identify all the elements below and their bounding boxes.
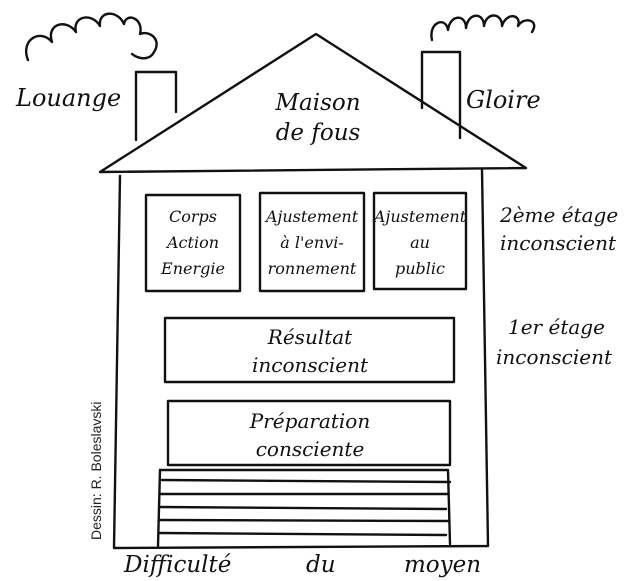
box-body xyxy=(144,193,242,293)
box-env-line3: ronnement xyxy=(268,259,357,278)
box-environment xyxy=(258,191,366,293)
box-result-line1: Résultat xyxy=(267,325,353,349)
box-body-line3: Energie xyxy=(160,259,225,278)
box-preparation xyxy=(166,399,452,467)
box-prep-line2: consciente xyxy=(256,437,365,461)
credit-text: Dessin: R. Boleslavski xyxy=(88,402,104,541)
gloire-label: Gloire xyxy=(466,86,541,114)
box-body-line1: Corps xyxy=(169,207,217,226)
left-chimney xyxy=(134,70,178,142)
box-result-line2: inconscient xyxy=(252,353,369,377)
basement-stairs xyxy=(156,468,452,548)
box-prep-line1: Préparation xyxy=(249,409,370,433)
roof-title-line1: Maison xyxy=(274,90,360,116)
first-floor-label-line2: inconscient xyxy=(496,345,613,369)
box-public xyxy=(372,191,468,291)
roof xyxy=(98,32,528,174)
box-env-line1: Ajustement xyxy=(264,207,359,226)
box-body-line2: Action xyxy=(165,233,219,252)
roof-title-line2: de fous xyxy=(276,120,361,146)
first-floor-label-line1: 1er étage xyxy=(508,315,605,339)
box-result xyxy=(163,316,456,384)
smoke-right-icon xyxy=(430,14,536,42)
right-chimney xyxy=(420,50,462,140)
box-public-line2: au xyxy=(410,233,430,252)
basement-label-moyen: moyen xyxy=(404,552,481,578)
box-public-line3: public xyxy=(395,259,445,278)
box-env-line2: à l'envi- xyxy=(280,233,343,252)
second-floor-label-line2: inconscient xyxy=(500,231,617,255)
smoke-left-icon xyxy=(25,12,158,62)
basement-label-du: du xyxy=(306,552,336,578)
louange-label: Louange xyxy=(15,84,121,112)
basement-label-difficulte: Difficulté xyxy=(123,552,231,578)
house-walls xyxy=(112,168,490,550)
box-public-line1: Ajustement xyxy=(372,207,467,226)
second-floor-label-line1: 2ème étage xyxy=(499,203,618,227)
